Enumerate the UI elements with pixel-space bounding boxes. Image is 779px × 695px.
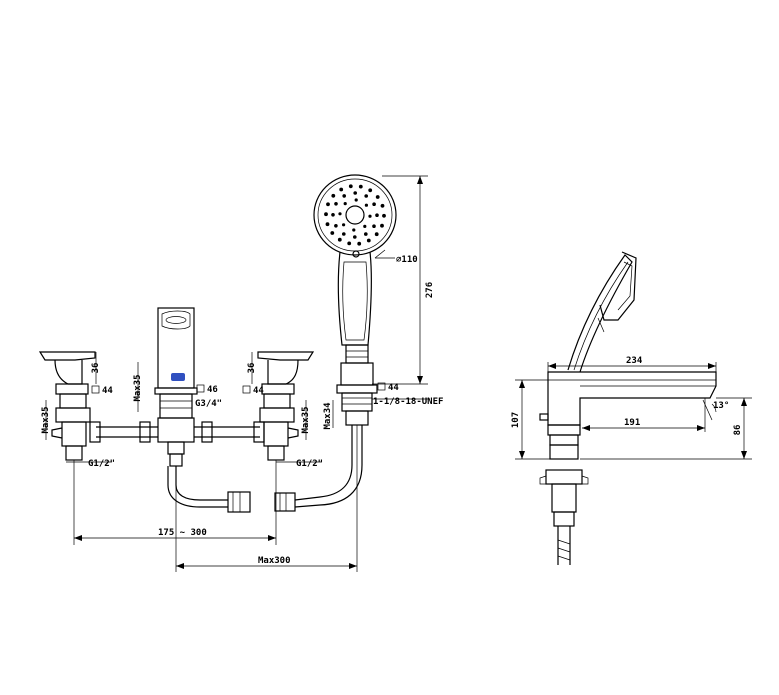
spout	[154, 307, 198, 419]
spray-hole	[343, 202, 347, 206]
spray-hole	[372, 224, 376, 228]
sq44-right-label: 44	[253, 386, 264, 396]
g34-label: G3/4"	[195, 399, 222, 409]
spray-hole	[352, 228, 356, 232]
max300-label: Max300	[258, 556, 291, 566]
spray-hole	[330, 231, 335, 235]
head-diameter-label: ⌀110	[396, 255, 418, 265]
spray-hole	[334, 202, 338, 206]
max34-label: Max34	[323, 402, 333, 430]
brand-logo	[171, 373, 185, 381]
sq46-label: 46	[207, 385, 218, 395]
right-valve	[257, 351, 315, 461]
spray-hole	[357, 241, 362, 246]
spray-hole	[342, 223, 346, 227]
connecting-pipes	[89, 421, 265, 443]
spray-hole	[337, 237, 342, 242]
hand-shower	[313, 174, 397, 364]
center-tee	[157, 417, 251, 513]
height-86-label: 86	[733, 425, 743, 436]
spray-hole	[331, 213, 335, 217]
square-icon	[196, 384, 205, 393]
spray-hole	[339, 187, 344, 192]
spray-hole	[380, 203, 385, 208]
spray-hole	[375, 195, 380, 199]
spray-hole	[380, 223, 384, 228]
g12-right-label: G1/2"	[296, 459, 323, 469]
spray-hole	[353, 235, 357, 239]
spray-hole	[342, 232, 346, 236]
spray-hole	[331, 193, 336, 198]
spout-234-label: 234	[626, 356, 643, 366]
side-view	[539, 251, 717, 565]
bottom-dimensions	[73, 425, 358, 572]
shower-spray-holes	[324, 184, 386, 246]
shower-height-dimension	[372, 175, 428, 385]
height-107-label: 107	[511, 412, 521, 428]
unef-label: 1-1/8-18-UNEF	[373, 397, 443, 407]
diverter-body	[336, 362, 378, 426]
spray-hole	[368, 214, 372, 218]
spray-hole	[334, 224, 338, 228]
side-view-dimensions	[515, 362, 752, 460]
spray-hole	[368, 188, 373, 193]
spray-hole	[353, 191, 358, 195]
spray-hole	[326, 202, 330, 207]
handle-36-right-label: 36	[247, 363, 257, 374]
spray-hole	[366, 238, 371, 243]
sq44-mid-label: 44	[388, 383, 399, 393]
spray-hole	[358, 184, 363, 189]
spray-hole	[382, 213, 386, 218]
span-175-300-label: 175 ~ 300	[158, 528, 207, 538]
spray-hole	[347, 241, 352, 246]
spray-hole	[342, 194, 347, 198]
spray-hole	[364, 203, 368, 207]
left-valve	[38, 351, 96, 461]
spray-hole	[354, 198, 358, 202]
spray-hole	[348, 184, 353, 189]
g12-left-label: G1/2"	[88, 459, 115, 469]
spray-hole	[364, 194, 369, 198]
spray-hole	[372, 202, 376, 206]
spray-hole	[364, 232, 368, 236]
spray-hole	[325, 222, 330, 227]
spout-191-label: 191	[624, 418, 640, 428]
max35-right-label: Max35	[301, 406, 311, 433]
square-icon	[91, 385, 100, 394]
spray-hole	[374, 232, 379, 237]
spray-hole	[338, 212, 342, 216]
angle-13-label: 13°	[713, 401, 729, 411]
shower-hose	[274, 425, 363, 512]
handle-36-left-label: 36	[91, 363, 101, 374]
max35-center-label: Max35	[133, 374, 143, 401]
square-icon	[242, 385, 251, 394]
sq44-left-label: 44	[102, 386, 113, 396]
max35-left-label: Max35	[41, 406, 51, 433]
spray-hole	[324, 212, 328, 217]
shower-height-label: 276	[425, 282, 435, 298]
square-icon	[377, 382, 386, 391]
spray-hole	[363, 224, 367, 228]
spray-hole	[375, 213, 379, 217]
